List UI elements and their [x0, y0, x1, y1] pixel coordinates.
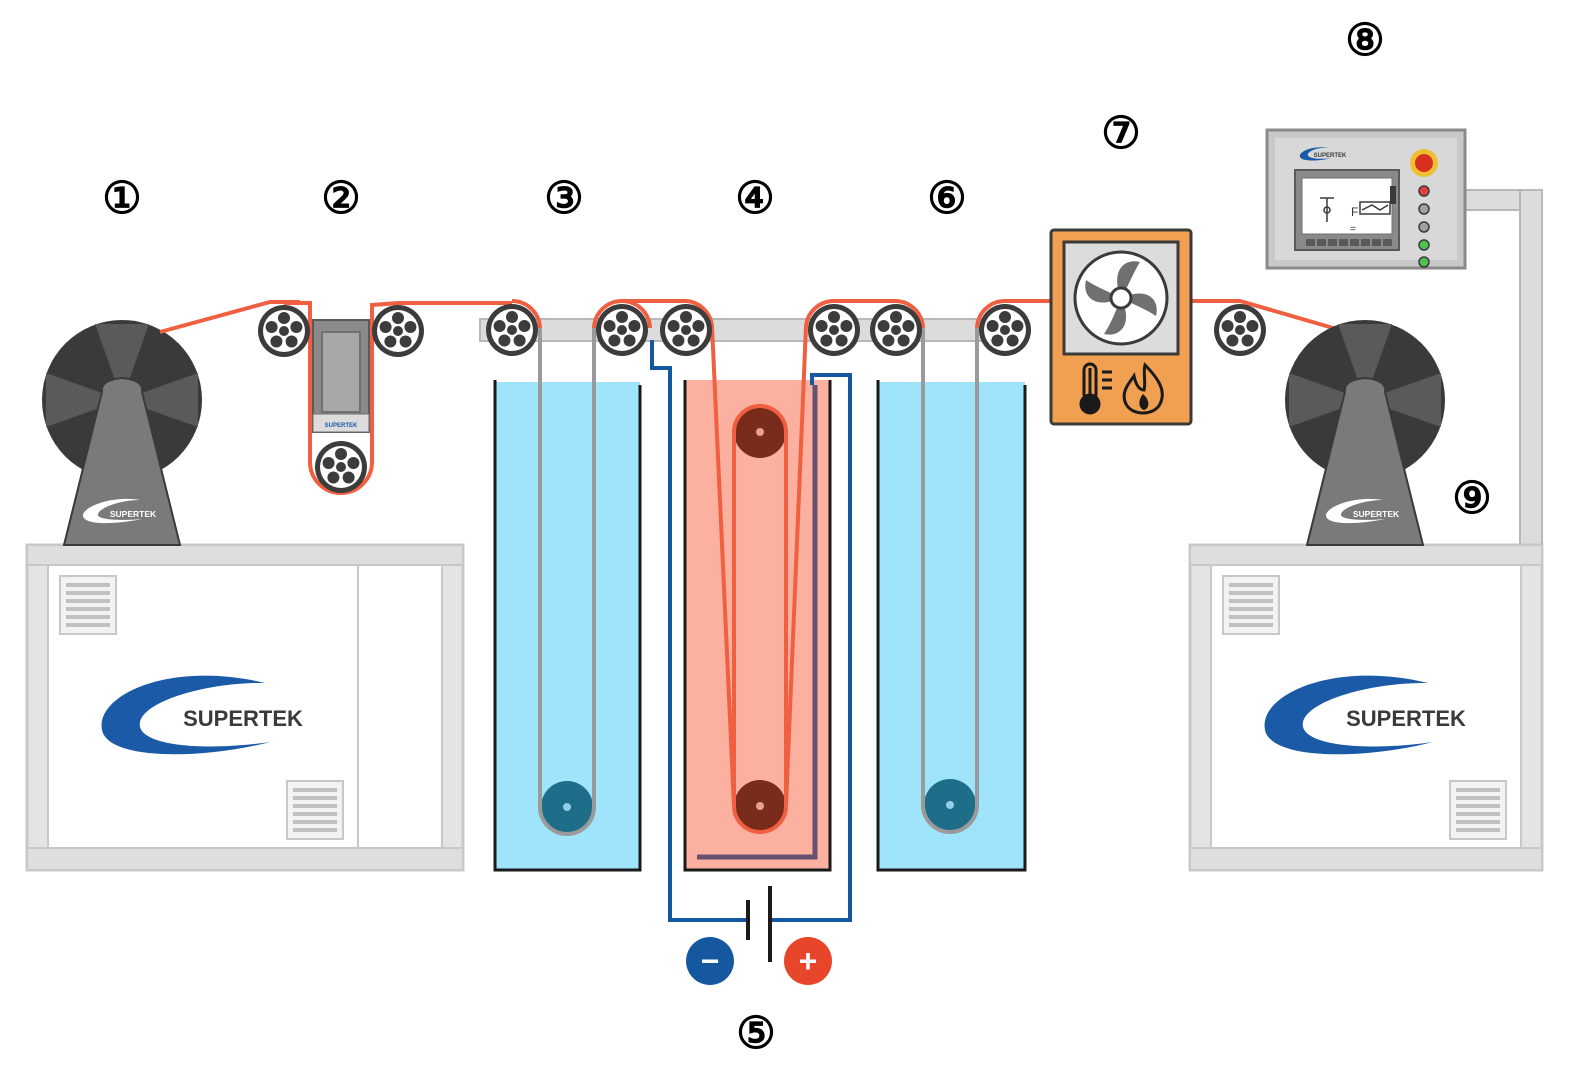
indicator-red[interactable]	[1418, 185, 1430, 197]
indicator-gray-2[interactable]	[1418, 221, 1430, 233]
brand-name: SUPERTEK	[110, 509, 157, 519]
step-labels: ① ② ③ ④ ⑤ ⑥ ⑦ ⑧ ⑨	[102, 15, 1491, 1059]
indicator-gray-1[interactable]	[1418, 203, 1430, 215]
label-1: ①	[102, 173, 141, 224]
anode-electrode	[697, 385, 818, 860]
takeup-spool: SUPERTEK	[1285, 320, 1445, 546]
dryer-unit	[1049, 228, 1193, 426]
roller-rail	[479, 318, 1021, 342]
supertek-logo-left: SUPERTEK	[101, 675, 303, 755]
control-panel: SUPERTEK F =	[1265, 128, 1543, 551]
label-5: ⑤	[736, 1008, 775, 1059]
screen-sub-label: =	[1350, 224, 1356, 235]
wire-path	[159, 298, 1341, 834]
minus-icon: −	[701, 943, 720, 979]
brand-name: SUPERTEK	[1346, 706, 1466, 731]
tank-rollers	[541, 406, 976, 833]
negative-terminal: −	[686, 937, 734, 985]
screen-widget-icon	[1320, 197, 1391, 222]
label-8: ⑧	[1345, 15, 1384, 66]
label-6: ⑥	[927, 173, 966, 224]
thermometer-icon	[1079, 362, 1112, 415]
supertek-logo-right: SUPERTEK	[1264, 675, 1466, 755]
tension-accumulator: SUPERTEK	[312, 319, 370, 433]
brand-name: SUPERTEK	[1314, 153, 1347, 159]
indicator-green-1[interactable]	[1418, 239, 1430, 251]
brand-name: SUPERTEK	[183, 706, 303, 731]
positive-terminal: +	[784, 937, 832, 985]
screen-label: F	[1351, 205, 1358, 219]
fan-icon	[1073, 250, 1169, 346]
emergency-stop-button[interactable]	[1410, 149, 1438, 177]
plus-icon: +	[799, 943, 818, 979]
payoff-machine-cabinet: SUPERTEK	[25, 543, 465, 872]
wire-path-gray	[538, 328, 979, 836]
payoff-spool: SUPERTEK	[42, 320, 202, 546]
power-circuit	[650, 340, 852, 962]
label-7: ⑦	[1101, 108, 1140, 159]
brand-name: SUPERTEK	[325, 423, 358, 429]
label-9: ⑨	[1452, 473, 1491, 524]
flame-icon	[1122, 362, 1164, 415]
indicator-green-2[interactable]	[1418, 256, 1430, 268]
screen-softkeys	[1306, 239, 1392, 246]
label-4: ④	[735, 173, 774, 224]
label-3: ③	[544, 173, 583, 224]
label-2: ②	[321, 173, 360, 224]
takeup-machine-cabinet: SUPERTEK	[1188, 543, 1544, 872]
brand-name: SUPERTEK	[1353, 509, 1400, 519]
